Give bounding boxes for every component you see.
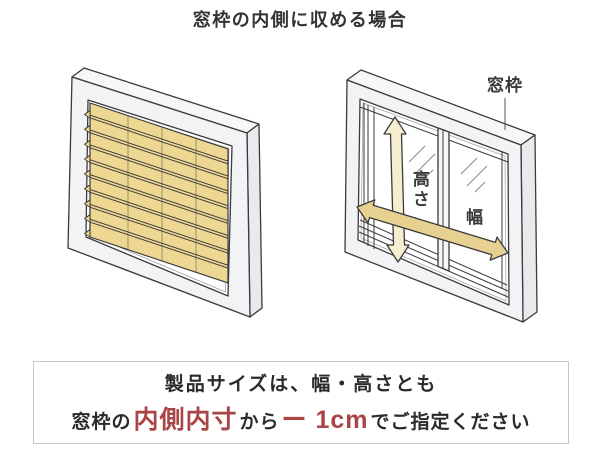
blind-inside-frame-illustration — [67, 67, 263, 318]
venetian-blind — [84, 102, 229, 284]
sliding-window-sashes — [358, 103, 509, 298]
measurement-illustration — [344, 69, 538, 323]
notice-segment: でご指定ください — [370, 412, 531, 433]
page-title: 窓枠の内側に収める場合 — [192, 10, 408, 30]
notice-line1: 製品サイズは、幅・高さとも — [164, 374, 438, 395]
width-arrow — [356, 199, 509, 261]
width-label: 幅 — [466, 208, 483, 227]
notice-line2: 窓枠の 内側内寸 から ー 1cm でご指定ください — [71, 400, 530, 436]
notice-segment: から — [239, 412, 280, 433]
window-frame-label: 窓枠 — [487, 76, 523, 95]
slat-edge-zigzag — [84, 109, 91, 238]
size-notice-box: 製品サイズは、幅・高さとも 窓枠の 内側内寸 から ー 1cm でご指定ください — [33, 361, 569, 444]
notice-segment-emphasis: ー 1cm — [281, 406, 369, 434]
height-label: 高さ — [409, 170, 429, 210]
notice-segment-emphasis: 内側内寸 — [133, 406, 238, 434]
ladder-cords — [127, 115, 197, 273]
glass-glints — [408, 145, 488, 193]
notice-segment: 窓枠の — [71, 412, 132, 433]
